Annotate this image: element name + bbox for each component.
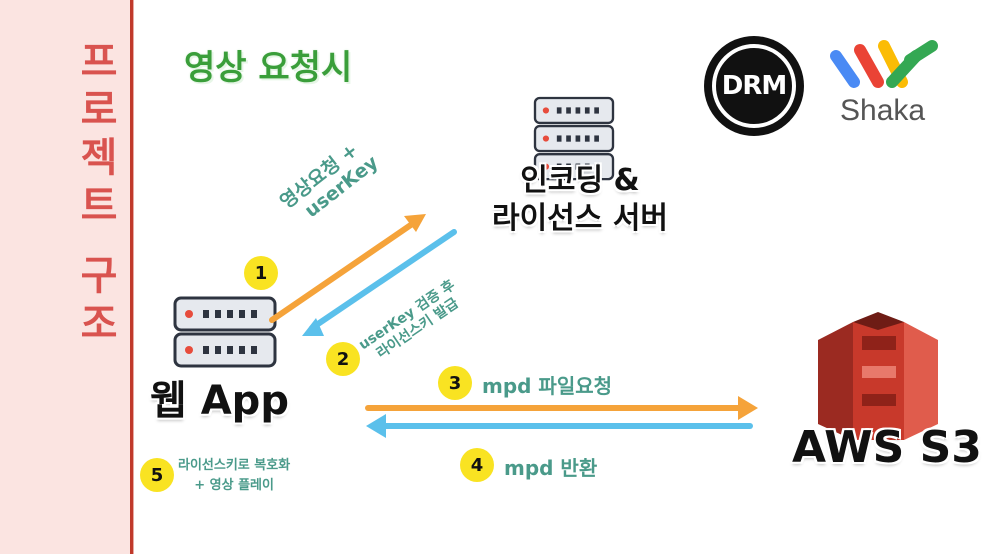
step-4-badge: 4 — [460, 448, 494, 482]
shaka-logo-text: Shaka — [840, 94, 926, 127]
sidebar-title: 프로젝트 구조 — [72, 40, 118, 350]
web-app-label: 웹 App — [150, 378, 289, 424]
arrow-issue-license — [302, 229, 457, 336]
encoding-label-line2: 라이선스 서버 — [491, 201, 669, 236]
sidebar-divider — [133, 0, 134, 554]
shaka-player-logo — [830, 40, 938, 88]
step-1-badge: 1 — [244, 256, 278, 290]
encoding-label-line1: 인코딩 & — [520, 163, 640, 198]
step-4-text: mpd 반환 — [504, 456, 598, 480]
aws-s3-label: AWS S3 — [792, 422, 982, 473]
step-3-badge: 3 — [438, 366, 472, 400]
sidebar — [0, 0, 133, 554]
step-5-badge: 5 — [140, 458, 174, 492]
step-5-text-line2: + 영상 플레이 — [194, 478, 274, 493]
step-2-badge: 2 — [326, 342, 360, 376]
drm-logo-text: DRM — [721, 71, 787, 101]
arrow-request-license — [269, 214, 426, 323]
diagram-heading: 영상 요청시 — [184, 48, 353, 88]
encoding-license-server-label: 인코딩 & 라이선스 서버 — [470, 162, 690, 238]
arrow-mpd-return — [366, 414, 753, 438]
drm-logo-ring — [712, 44, 796, 128]
step-5-text-line1: 라이선스키로 복호화 — [178, 458, 291, 473]
server-rack-icon — [173, 296, 277, 368]
step-5-text: 라이선스키로 복호화 + 영상 플레이 — [178, 456, 290, 496]
arrow-mpd-request — [365, 396, 758, 420]
step-3-text: mpd 파일요청 — [482, 374, 613, 398]
drm-logo: DRM — [704, 36, 804, 136]
aws-s3-bucket-icon — [818, 312, 938, 440]
